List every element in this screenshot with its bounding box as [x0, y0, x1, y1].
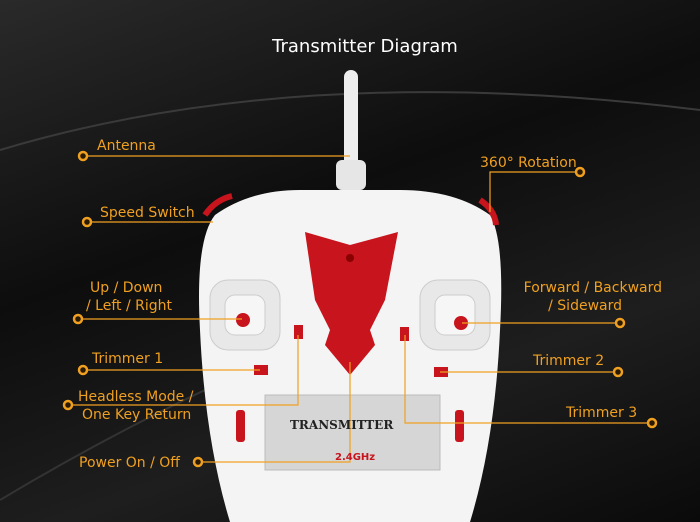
- page-title: Transmitter Diagram: [272, 36, 458, 57]
- trimmer-3: [400, 327, 409, 341]
- background-curve: [0, 91, 700, 151]
- callout-dot: [81, 216, 93, 228]
- callout-dot: [62, 399, 74, 411]
- leader-power: [198, 362, 351, 463]
- callout-dots: [62, 150, 658, 468]
- callout-dot: [77, 364, 89, 376]
- label-forward-2: / Sideward: [548, 298, 622, 314]
- label-speed-switch: Speed Switch: [100, 205, 195, 221]
- label-trimmer-2: Trimmer 2: [533, 353, 605, 369]
- callout-dot: [612, 366, 624, 378]
- leader-trimmer-3: [404, 335, 652, 424]
- leader-rotation: [489, 171, 580, 212]
- label-headless-1: Headless Mode /: [78, 389, 194, 405]
- red-center-panel: [305, 232, 398, 375]
- label-antenna: Antenna: [97, 138, 156, 154]
- callout-dot: [192, 456, 204, 468]
- band-text: 2.4GHz: [335, 452, 376, 463]
- label-trimmer-1: Trimmer 1: [92, 351, 164, 367]
- antenna-base: [336, 160, 366, 190]
- label-panel: [264, 394, 441, 471]
- speed-switch: [202, 193, 233, 217]
- headless-mode-button: [294, 325, 303, 339]
- label-power: Power On / Off: [79, 455, 180, 471]
- callout-dot: [77, 150, 89, 162]
- right-stick-gimbal: [434, 294, 476, 336]
- callout-dot: [72, 313, 84, 325]
- rotation-button: [478, 197, 499, 226]
- panel-text: TRANSMITTER: [290, 418, 394, 432]
- callout-dot: [646, 417, 658, 429]
- trimmer-1: [254, 365, 268, 375]
- label-trimmer-3: Trimmer 3: [566, 405, 638, 421]
- label-up-down-1: Up / Down: [90, 280, 163, 296]
- label-forward-1: Forward / Backward: [523, 280, 662, 296]
- left-side-switch: [236, 410, 245, 442]
- left-stick: [236, 313, 250, 327]
- label-rotation: 360° Rotation: [480, 155, 577, 171]
- antenna: [344, 70, 358, 170]
- indicator-light: [346, 254, 354, 262]
- right-stick: [454, 316, 468, 330]
- callout-dot: [574, 166, 586, 178]
- callout-dot: [614, 317, 626, 329]
- label-headless-2: One Key Return: [82, 407, 192, 423]
- leader-headless: [68, 335, 299, 406]
- label-up-down-2: / Left / Right: [86, 298, 172, 314]
- right-side-switch: [455, 410, 464, 442]
- leader-lines: [68, 155, 652, 463]
